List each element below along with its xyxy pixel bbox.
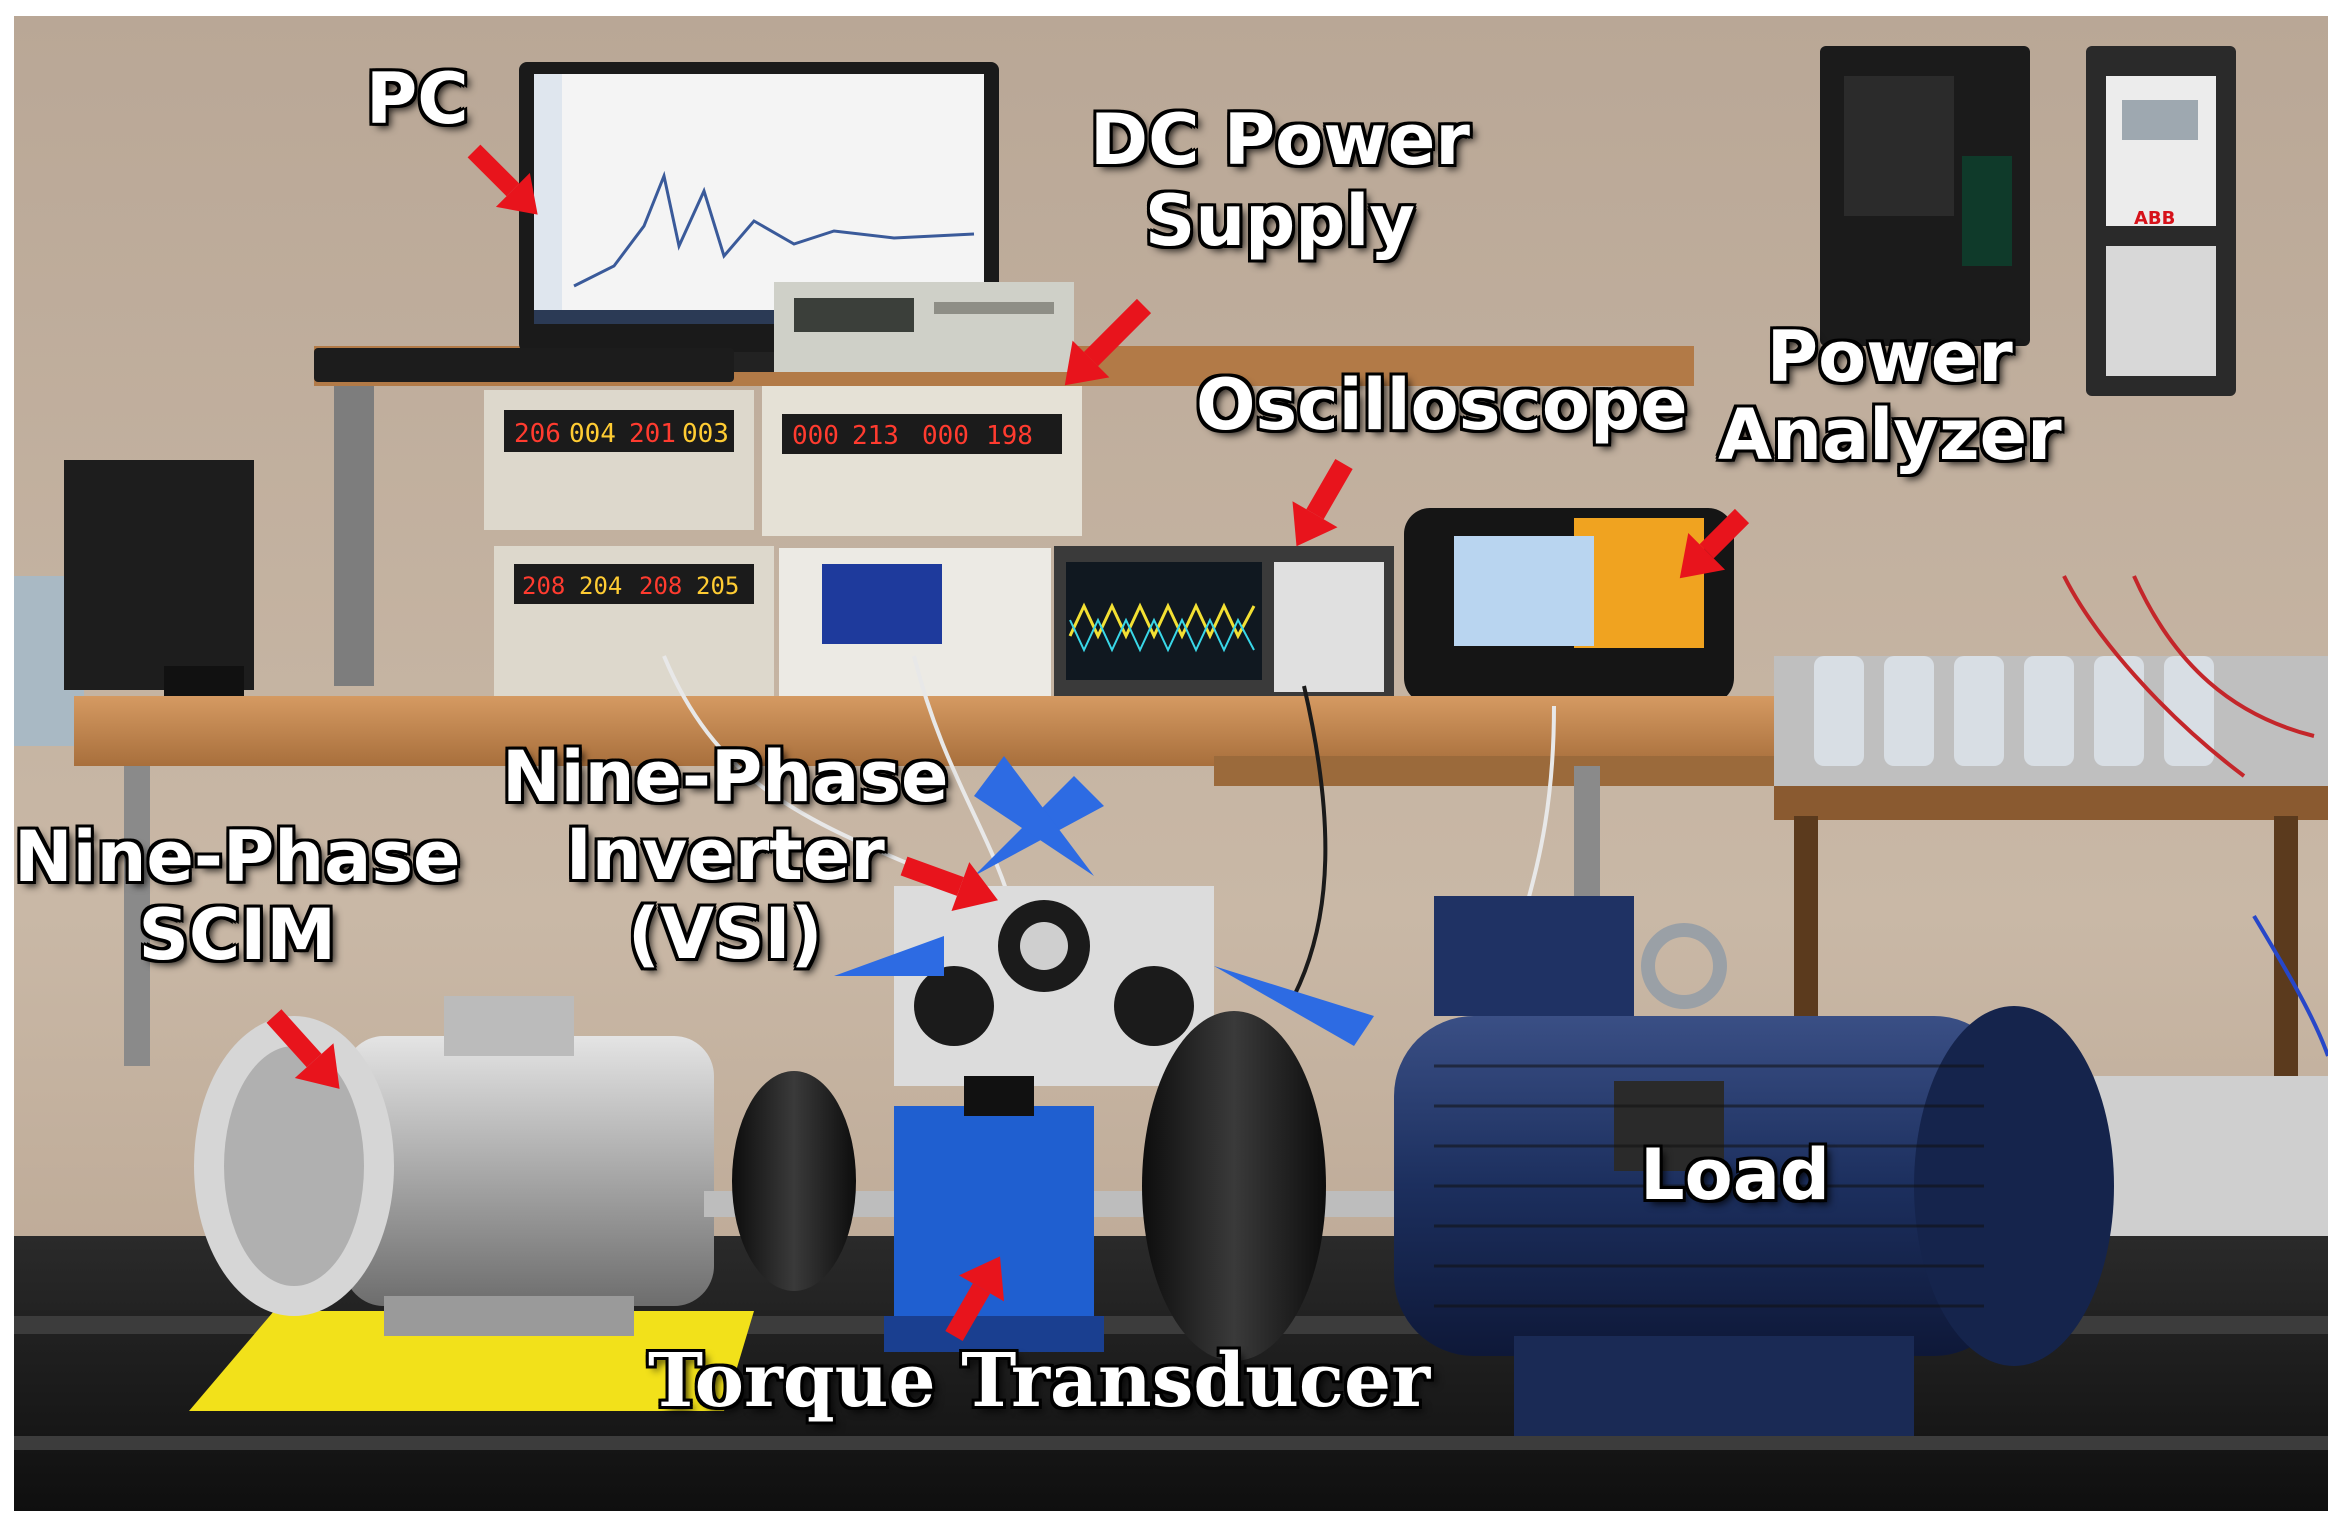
- label-oscilloscope: Oscilloscope: [1196, 364, 1688, 446]
- svg-text:208: 208: [522, 572, 565, 600]
- label-dc-power-supply-line1: DC Power: [1090, 99, 1470, 181]
- svg-text:004: 004: [569, 419, 616, 449]
- abb-logo-text: ABB: [2134, 208, 2175, 229]
- svg-text:201: 201: [629, 419, 676, 449]
- label-power-analyzer-line2: Analyzer: [1718, 394, 2062, 477]
- scim-motor: [194, 996, 714, 1336]
- label-dc-power-supply-line2: Supply: [1144, 179, 1415, 262]
- coupling-left: [732, 1071, 856, 1291]
- torque-transducer-device: [884, 1076, 1104, 1352]
- lab-test-bench-photo: ABB 206 004 201 003 000 213 000 198: [14, 16, 2328, 1511]
- dc-supply-3: 208 204 208 205: [494, 546, 774, 696]
- svg-text:003: 003: [682, 419, 729, 449]
- svg-text:204: 204: [579, 572, 622, 600]
- arrow-inverter: [900, 856, 998, 911]
- label-scim-line1: Nine-Phase: [14, 816, 461, 898]
- arrow-torque-transducer: [945, 1256, 1005, 1341]
- label-scim-line2: SCIM: [138, 894, 336, 977]
- coupling-right: [1142, 1011, 1326, 1361]
- arrow-pc: [467, 144, 538, 215]
- svg-text:208: 208: [639, 572, 682, 600]
- arrow-power-analyzer: [1679, 508, 1750, 579]
- label-inverter-line3: (VSI): [627, 892, 823, 975]
- arrow-oscilloscope: [1292, 459, 1353, 547]
- label-power-analyzer-line1: Power: [1766, 316, 2013, 398]
- load-motor-fins: [1434, 1064, 1984, 1308]
- svg-text:198: 198: [986, 421, 1033, 451]
- label-nine-phase-inverter: Nine-Phase Inverter (VSI): [502, 736, 949, 975]
- wall-drive-abb: [2086, 46, 2236, 396]
- pc-tower: [64, 460, 254, 690]
- svg-text:000: 000: [792, 421, 839, 451]
- label-dc-power-supply: DC Power Supply: [1090, 100, 1470, 261]
- power-analyzer-device: [1404, 508, 1734, 704]
- capacitor-bank: [1774, 656, 2328, 786]
- label-power-analyzer: Power Analyzer: [1718, 318, 2062, 475]
- inverter-board: [834, 756, 1374, 1086]
- label-nine-phase-scim: Nine-Phase SCIM: [14, 818, 460, 975]
- programmable-supply: [779, 548, 1051, 698]
- dc-supply-2: 000 213 000 198: [762, 386, 1082, 536]
- wall-drive-left: [1820, 46, 2030, 346]
- dc-supply-1: 206 004 201 003: [484, 390, 754, 530]
- label-inverter-line2: Inverter: [565, 814, 885, 897]
- label-pc: PC: [366, 58, 469, 140]
- function-generator: [774, 282, 1074, 372]
- oscilloscope-device: [1054, 546, 1394, 706]
- svg-text:000: 000: [922, 421, 969, 451]
- label-load: Load: [1640, 1134, 1831, 1216]
- arrow-dc-supply: [1064, 298, 1152, 386]
- main-bench: [74, 696, 1794, 766]
- label-torque-transducer: Torque Transducer: [648, 1338, 1431, 1424]
- label-inverter-line1: Nine-Phase: [502, 736, 949, 818]
- svg-text:213: 213: [852, 421, 899, 451]
- annotation-arrows: [266, 144, 1750, 1341]
- arrow-scim: [266, 1009, 340, 1089]
- cables: [662, 575, 2328, 1057]
- svg-text:205: 205: [696, 572, 739, 600]
- svg-text:206: 206: [514, 419, 561, 449]
- keyboard: [314, 348, 734, 382]
